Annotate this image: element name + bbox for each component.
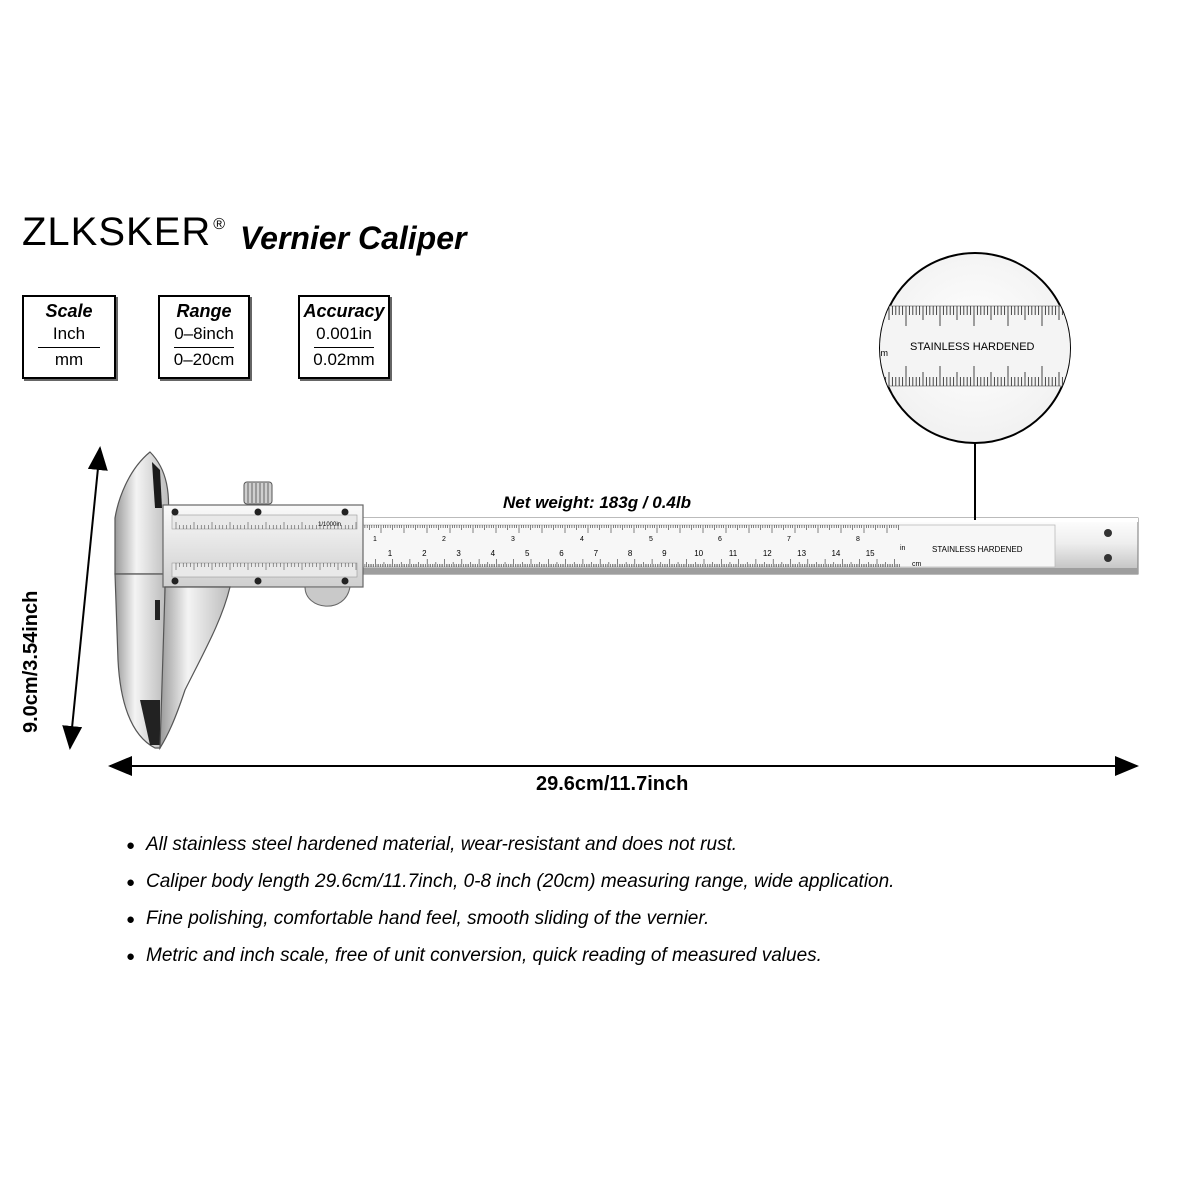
feature-item: ●Fine polishing, comfortable hand feel, … — [126, 907, 710, 929]
bullet-icon: ● — [126, 837, 136, 854]
screw-icon — [341, 577, 349, 585]
thumb-screw-icon — [243, 481, 273, 505]
screw-icon — [171, 577, 179, 585]
spec-range-cm: 0–20cm — [173, 350, 235, 369]
spec-accuracy-inch: 0.001in — [316, 324, 372, 343]
feature-item: ●Caliper body length 29.6cm/11.7inch, 0-… — [126, 870, 895, 892]
feature-item: ●Metric and inch scale, free of unit con… — [126, 944, 822, 966]
inch-number: 2 — [442, 536, 446, 543]
spec-divider — [174, 347, 234, 348]
cm-number: 11 — [729, 549, 738, 558]
screw-icon — [1104, 554, 1112, 562]
cm-number: 1 — [388, 549, 393, 558]
spec-divider — [38, 347, 100, 348]
cm-number: 7 — [594, 549, 599, 558]
beam-unit-cm: cm — [912, 561, 922, 568]
screw-icon — [341, 508, 349, 516]
cm-number: 15 — [866, 549, 875, 558]
beam-engraving: STAINLESS HARDENED — [932, 545, 1023, 554]
spec-accuracy-mm: 0.02mm — [313, 350, 375, 369]
spec-range-label: Range — [176, 301, 232, 321]
cm-number: 12 — [763, 549, 772, 558]
spec-range-inch: 0–8inch — [174, 324, 234, 343]
zoom-engraving: STAINLESS HARDENED — [910, 341, 1035, 353]
spec-box-range: Range 0–8inch 0–20cm — [158, 295, 250, 379]
cm-number: 4 — [491, 549, 496, 558]
beam-unit-in: in — [900, 545, 906, 552]
cm-number: 8 — [628, 549, 633, 558]
spec-box-accuracy: Accuracy 0.001in 0.02mm — [298, 295, 390, 379]
zoom-unit: cm — [876, 348, 888, 358]
bullet-icon: ● — [126, 910, 136, 928]
spec-scale-mm: mm — [54, 350, 84, 369]
cm-number: 10 — [694, 549, 703, 558]
inch-number: 6 — [718, 536, 722, 543]
bullet-icon: ● — [126, 947, 136, 965]
spec-scale-label: Scale — [45, 301, 93, 321]
spec-accuracy-label: Accuracy — [303, 301, 385, 321]
cm-number: 13 — [797, 549, 806, 558]
cm-number: 6 — [559, 549, 564, 558]
screw-icon — [254, 508, 262, 516]
vernier-dial-text: 1/1000in — [318, 522, 341, 528]
cm-number: 3 — [456, 549, 461, 558]
spec-scale-inch: Inch — [52, 324, 86, 343]
feature-list: ●All stainless steel hardened material, … — [126, 834, 894, 981]
height-dimension-label: 9.0cm/3.54inch — [20, 590, 42, 733]
cm-number: 9 — [662, 549, 667, 558]
screw-icon — [1104, 529, 1112, 537]
spec-divider — [314, 347, 374, 348]
height-dimension-arrow — [62, 446, 108, 750]
inch-number: 4 — [580, 536, 584, 543]
product-title: Vernier Caliper — [240, 220, 467, 256]
inch-number: 5 — [649, 536, 653, 543]
bullet-icon: ● — [126, 873, 136, 891]
inch-number: 1 — [373, 536, 377, 543]
inch-number: 7 — [787, 536, 791, 543]
brand-name: ZLKSKER® — [22, 210, 227, 254]
cm-number: 2 — [422, 549, 427, 558]
inch-number: 3 — [511, 536, 515, 543]
screw-icon — [171, 508, 179, 516]
net-weight-label: Net weight: 183g / 0.4lb — [503, 493, 691, 512]
inch-number: 8 — [856, 536, 860, 543]
vernier-slider: 1/1000in — [159, 481, 364, 751]
spec-box-scale: Scale Inch mm — [22, 295, 116, 379]
zoom-lens: STAINLESS HARDENED cm — [876, 252, 1071, 520]
feature-item: ●All stainless steel hardened material, … — [126, 834, 738, 855]
width-dimension-label: 29.6cm/11.7inch — [536, 773, 689, 795]
fixed-jaw — [114, 451, 170, 749]
screw-icon — [254, 577, 262, 585]
cm-number: 5 — [525, 549, 530, 558]
cm-number: 14 — [831, 549, 840, 558]
